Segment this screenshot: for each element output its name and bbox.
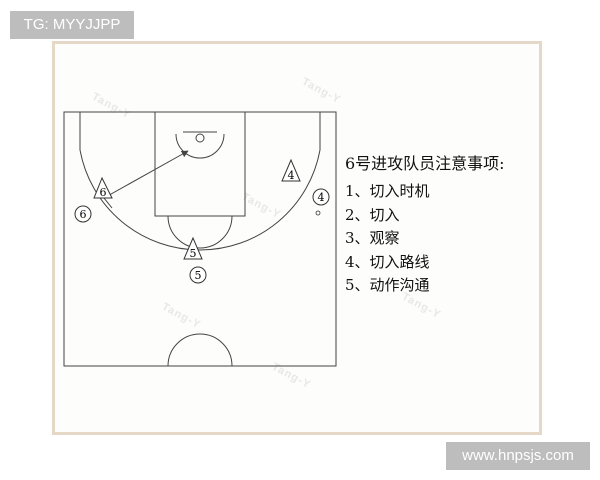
diagram-frame [52, 41, 542, 435]
free-throw-circle [167, 215, 233, 249]
svg-text:6: 6 [100, 186, 107, 199]
svg-text:6: 6 [80, 208, 87, 221]
note-item: 1、切入时机 [345, 182, 430, 200]
defense-player-4: 4 [312, 188, 330, 216]
hoop [195, 133, 205, 143]
three-point-line [79, 112, 321, 251]
channel-badge: TG: MYYJJPP [10, 11, 134, 39]
defense-player-5: 5 [189, 266, 207, 284]
note-item: 3、观察 [345, 229, 400, 247]
site-url-badge: www.hnpsjs.com [446, 442, 590, 470]
offense-player-5: 5 [183, 236, 203, 260]
note-item: 5、动作沟通 [345, 276, 430, 294]
offense-player-4: 4 [281, 158, 301, 182]
center-circle [167, 333, 233, 367]
defense-player-6: 6 [74, 205, 92, 223]
svg-text:5: 5 [190, 247, 197, 260]
svg-text:5: 5 [195, 269, 202, 282]
svg-text:4: 4 [288, 169, 295, 182]
cut-path-arrow [103, 150, 189, 209]
court-boundary [63, 111, 337, 367]
note-item: 4、切入路线 [345, 252, 430, 271]
notes-panel: 6号进攻队员注意事项: 1、切入时机 2、切入 3、观察 4、切入路线 5、动作… [345, 150, 545, 298]
svg-text:4: 4 [318, 191, 325, 204]
offense-player-6: 6 [93, 176, 113, 199]
free-throw-lane [154, 111, 246, 217]
note-item: 2、切入 [345, 205, 400, 224]
restricted-arc [175, 133, 225, 159]
notes-title: 6号进攻队员注意事项: [345, 154, 505, 173]
